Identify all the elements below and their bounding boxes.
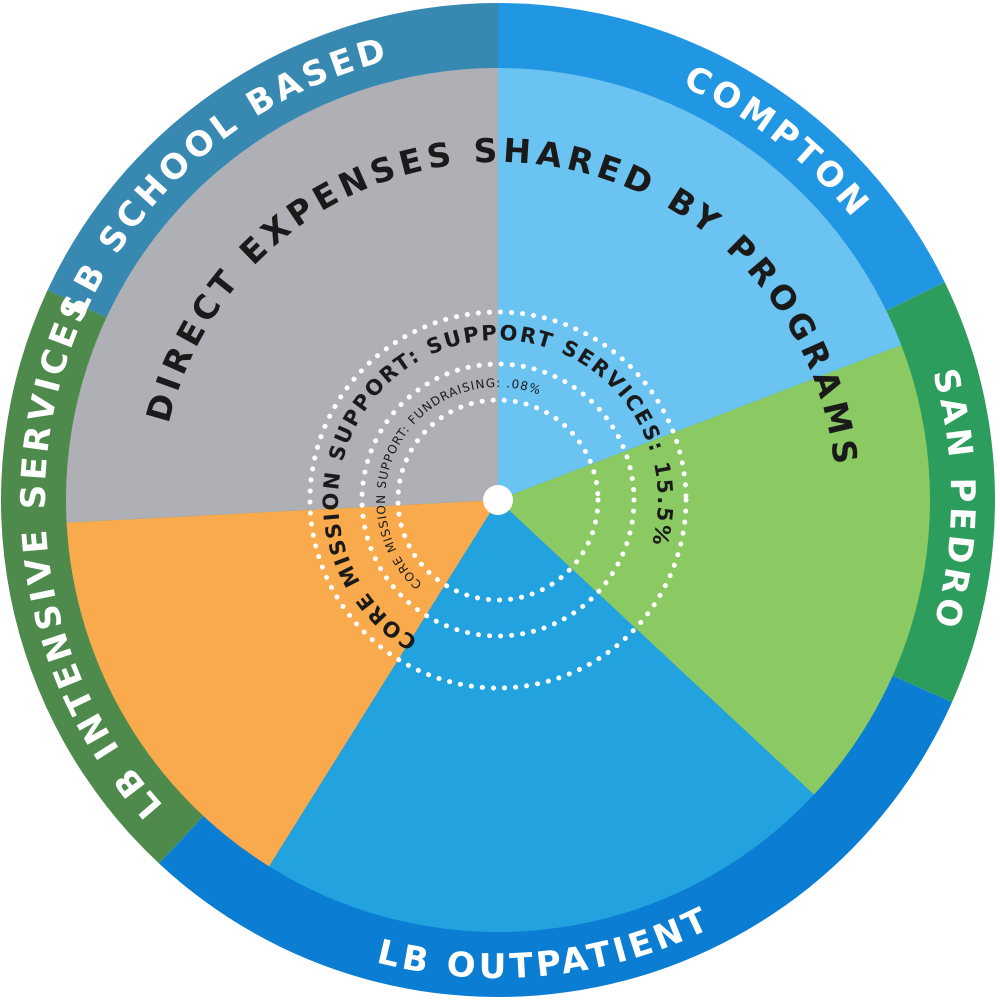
slice-compton <box>498 68 902 500</box>
slice-lb-intensive-services <box>66 500 498 867</box>
dotted-ring-middle <box>359 361 637 639</box>
slice-san-pedro <box>498 345 930 795</box>
center-dot <box>483 485 513 515</box>
slice-lb-school-based <box>65 68 499 523</box>
inner-slices <box>65 68 930 933</box>
dotted-rings <box>307 309 689 691</box>
dotted-ring-outer <box>307 309 689 691</box>
slice-lb-outpatient <box>269 500 814 933</box>
dotted-ring-inner <box>395 397 601 603</box>
